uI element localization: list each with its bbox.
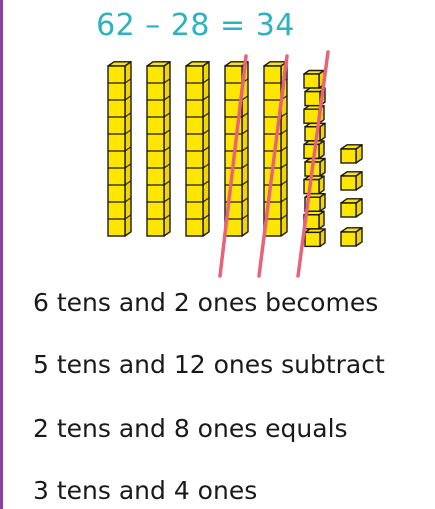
tens-rod-1: [107, 61, 132, 237]
ones-cubes-group: [340, 144, 363, 247]
cross-out-line-2: [257, 54, 289, 278]
equation-text: 62 – 28 = 34: [96, 8, 295, 43]
sentence-line-3: 2 tens and 8 ones equals: [33, 414, 348, 443]
cross-out-line-1: [218, 54, 248, 278]
tens-rod-3: [185, 61, 210, 237]
ones-cube-2: [340, 171, 363, 191]
sentence-line-2: 5 tens and 12 ones subtract: [33, 350, 385, 379]
equation-title: 62 – 28 = 34: [0, 8, 435, 43]
cross-out-lines-group: [218, 50, 330, 278]
exchanged-one-cube-7: [303, 175, 325, 195]
base-ten-blocks-diagram: [107, 50, 363, 278]
exchanged-one-cube-10: [304, 228, 326, 248]
tens-rod-2: [146, 61, 171, 237]
left-border: [0, 0, 3, 509]
tens-rods-group: [107, 61, 288, 237]
sentence-line-4: 3 tens and 4 ones: [33, 476, 258, 505]
sentence-line-1: 6 tens and 2 ones becomes: [33, 288, 379, 317]
cross-out-line-3: [296, 50, 330, 278]
ones-cube-4: [340, 227, 363, 247]
exchanged-one-cube-9: [303, 210, 325, 230]
ones-cube-3: [340, 198, 363, 218]
ones-cube-1: [340, 144, 363, 164]
exchanged-one-cube-1: [303, 69, 325, 89]
